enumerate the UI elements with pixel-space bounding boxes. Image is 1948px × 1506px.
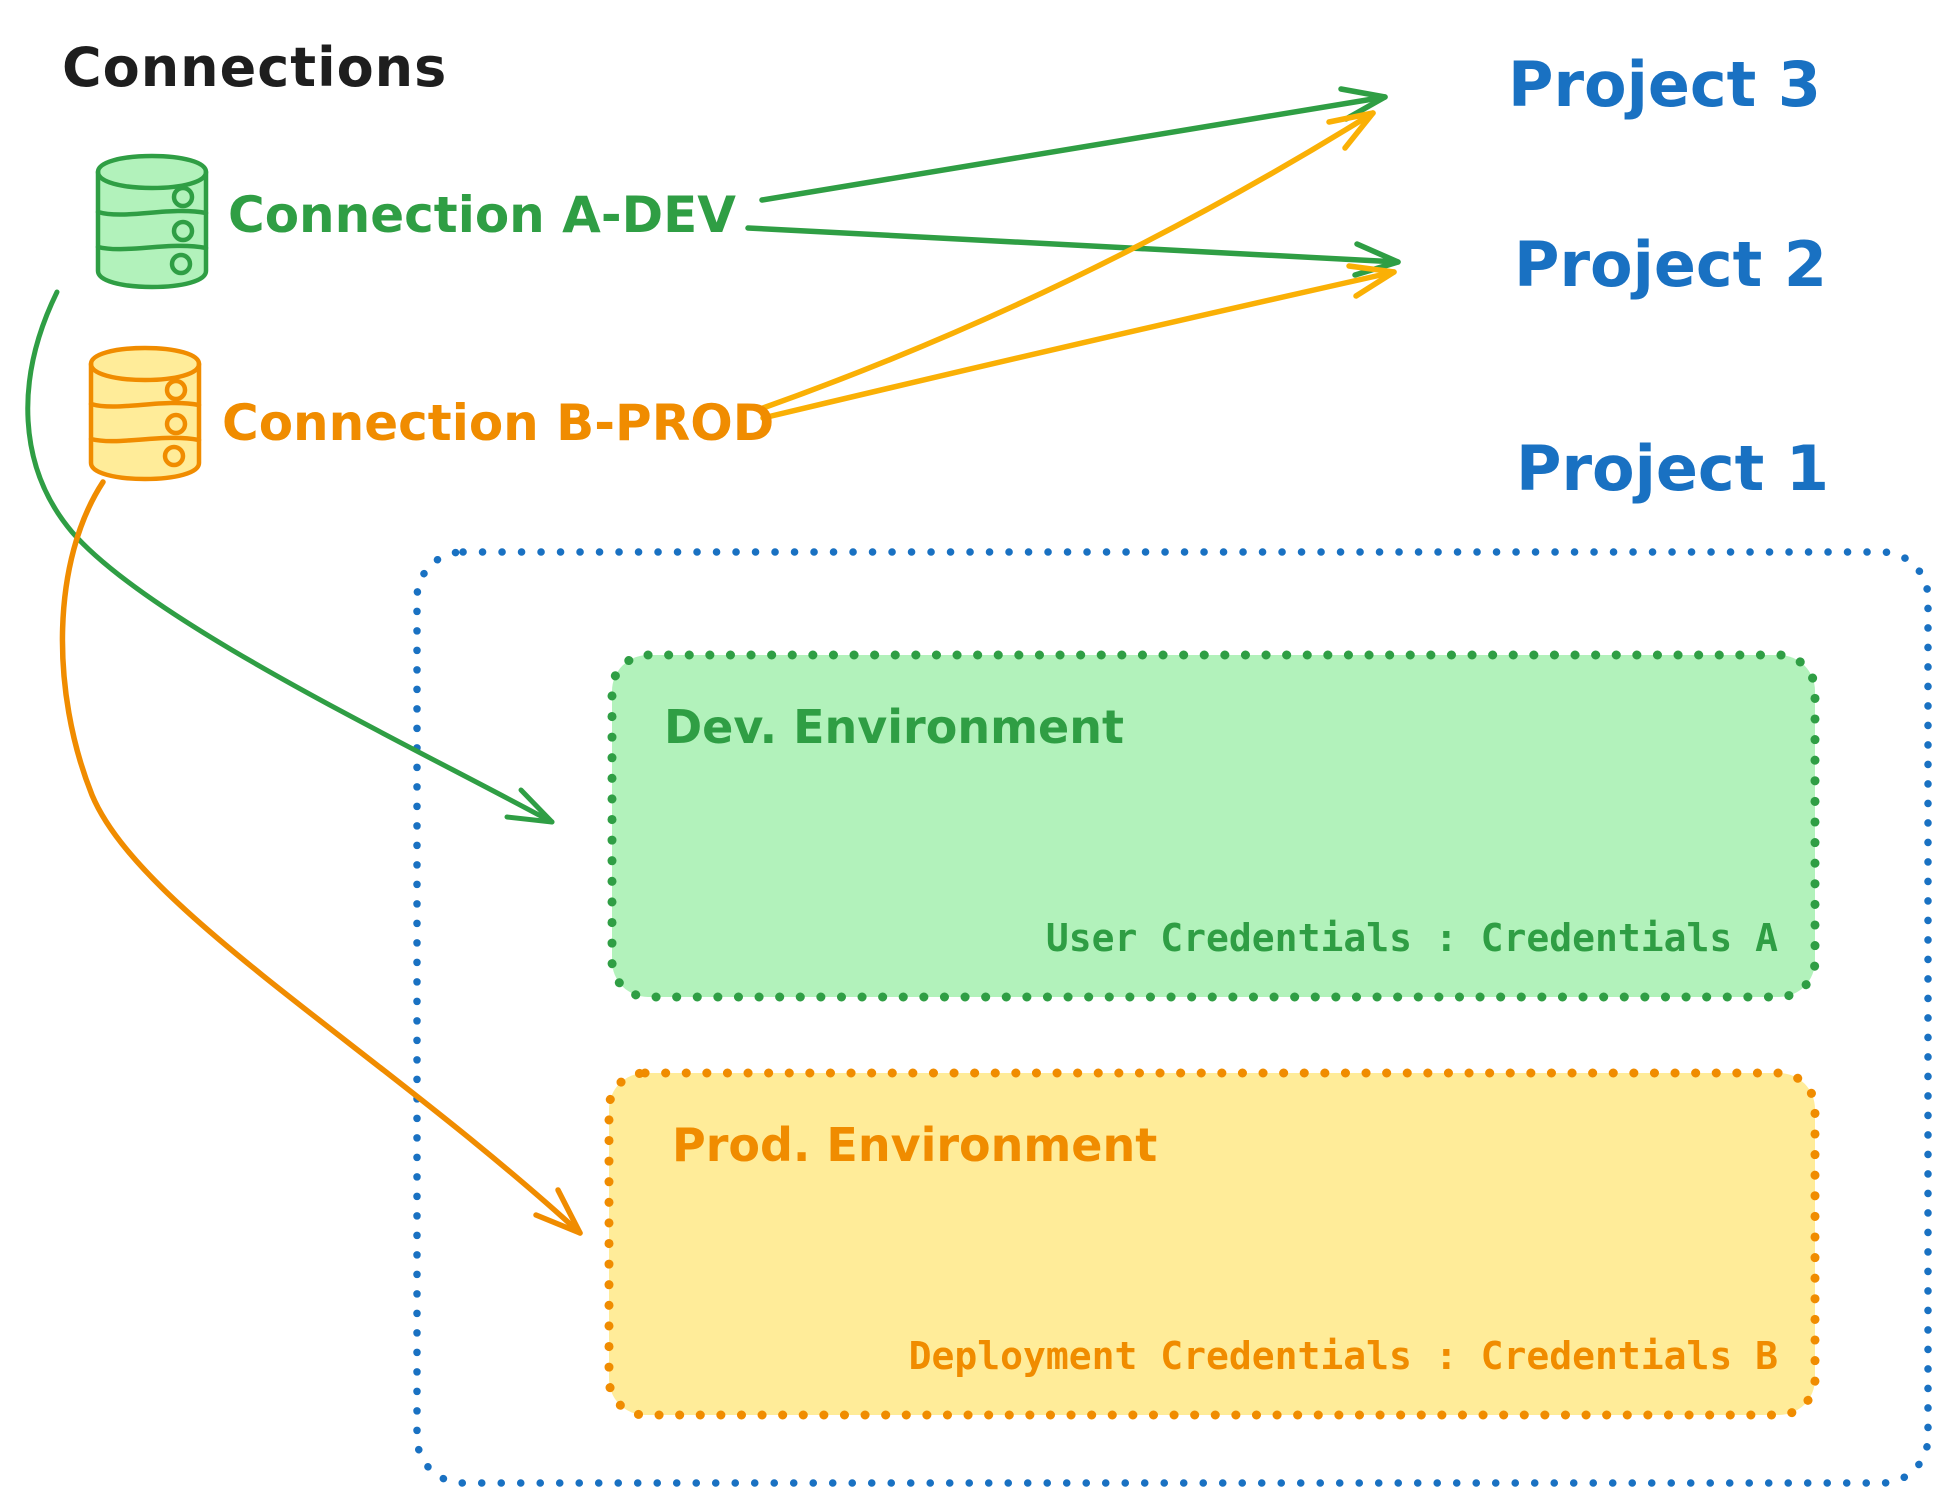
prod-environment-title: Prod. Environment: [672, 1118, 1157, 1172]
page-title: Connections: [62, 36, 447, 99]
dev-environment-title: Dev. Environment: [664, 700, 1124, 754]
database-icon: [88, 345, 202, 482]
arrow-b-prod-to-project-2: [760, 263, 1397, 421]
arrow-b-prod-to-prod-environment: [59, 479, 583, 1236]
project-1-label: Project 1: [1516, 432, 1829, 505]
project-1-container-box: [413, 548, 1932, 1487]
prod-environment-box: Prod. Environment Deployment Credentials…: [604, 1068, 1820, 1420]
prod-environment-rect: [604, 1068, 1820, 1420]
arrow-a-dev-to-project-2: [745, 225, 1401, 278]
dev-environment-credentials: User Credentials : Credentials A: [1046, 916, 1778, 960]
arrow-a-dev-to-project-3: [759, 86, 1388, 203]
project-3-label: Project 3: [1508, 48, 1821, 121]
dev-environment-box: Dev. Environment User Credentials : Cred…: [607, 650, 1820, 1002]
project-2-label: Project 2: [1514, 228, 1827, 301]
connection-a-dev-label: Connection A-DEV: [228, 186, 736, 244]
arrow-a-dev-to-dev-environment: [25, 289, 555, 825]
arrow-b-prod-to-project-3: [760, 110, 1376, 411]
connection-a-dev: Connection A-DEV: [95, 153, 736, 290]
database-icon: [95, 153, 209, 290]
prod-environment-credentials: Deployment Credentials : Credentials B: [909, 1334, 1778, 1378]
dev-environment-rect: [607, 650, 1820, 1002]
connection-b-prod-label: Connection B-PROD: [222, 394, 774, 452]
connection-b-prod: Connection B-PROD: [88, 345, 774, 482]
